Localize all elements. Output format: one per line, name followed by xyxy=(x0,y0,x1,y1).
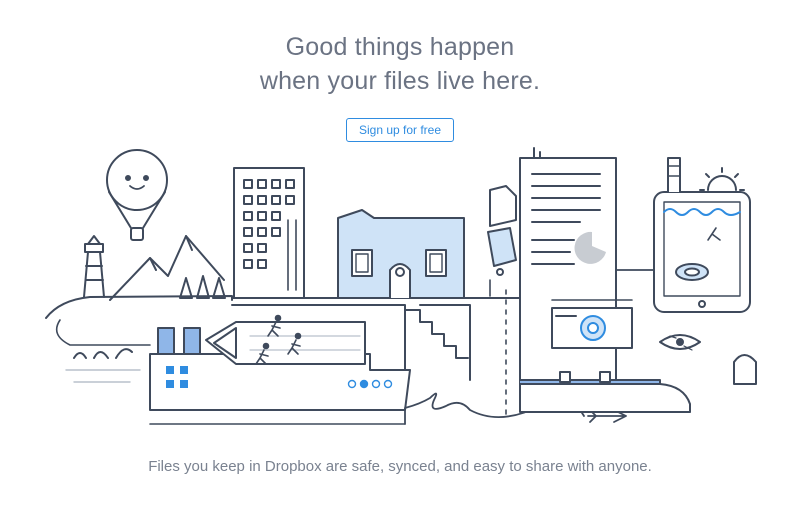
bus-icon xyxy=(487,185,517,276)
track-arrow-icon xyxy=(205,321,366,365)
balloon-icon xyxy=(106,149,168,241)
train-icon xyxy=(519,371,691,413)
headline-line-2: when your files live here. xyxy=(259,67,541,95)
runner-icon xyxy=(255,314,302,365)
sign-up-button[interactable]: Sign up for free xyxy=(346,118,454,142)
sea-creature-icon xyxy=(65,348,141,383)
door-arch-icon xyxy=(733,354,757,385)
carousel-dot-2[interactable] xyxy=(359,379,369,389)
eye-icon xyxy=(659,334,701,351)
lighthouse-icon xyxy=(83,235,105,298)
mountain-icon xyxy=(109,235,225,301)
stairs-icon xyxy=(404,309,469,359)
hero-illustration xyxy=(45,147,757,425)
ship-icon xyxy=(149,327,411,425)
folder-house-icon xyxy=(337,209,465,299)
hero-headline: Good things happen when your files live … xyxy=(0,30,800,98)
tagline: Files you keep in Dropbox are safe, sync… xyxy=(148,458,652,475)
carousel-dot-1[interactable] xyxy=(347,379,357,389)
camera-icon xyxy=(551,299,633,349)
carousel-dots[interactable] xyxy=(347,379,393,389)
sun-icon xyxy=(699,167,745,191)
carousel-dot-3[interactable] xyxy=(371,379,381,389)
tablet-icon xyxy=(653,157,751,313)
airplane-icon xyxy=(587,409,627,423)
carousel-dot-4[interactable] xyxy=(383,379,393,389)
headline-line-1: Good things happen xyxy=(285,33,515,61)
office-building-icon xyxy=(233,167,305,299)
trees-icon xyxy=(179,275,226,299)
